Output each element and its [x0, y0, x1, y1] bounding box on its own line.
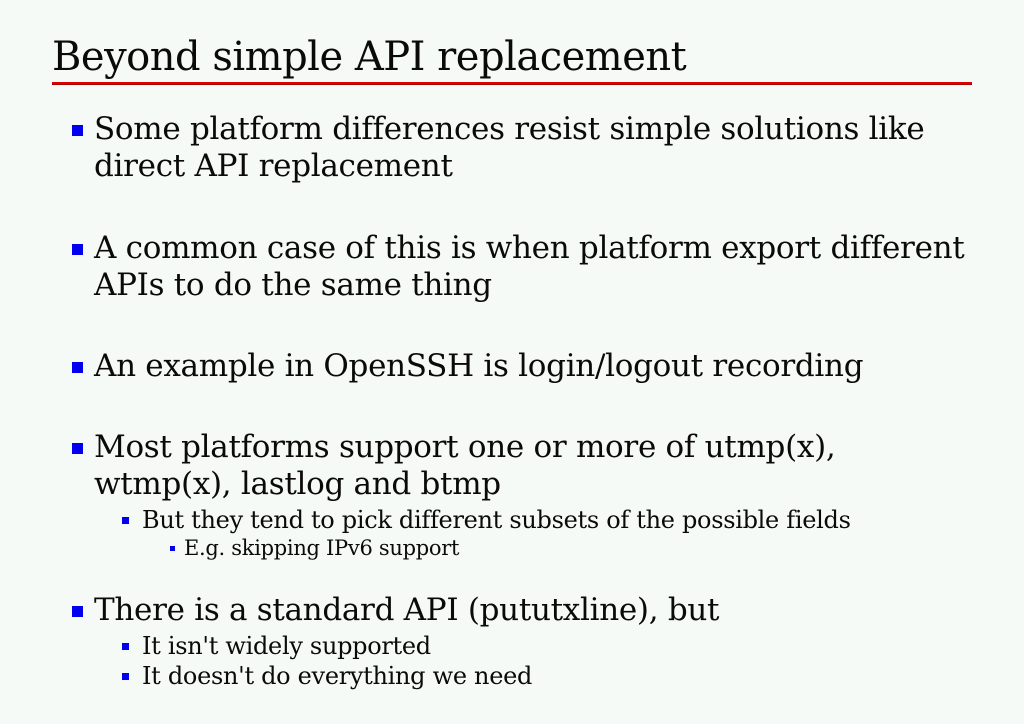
- bullet-item: An example in OpenSSH is login/logout re…: [52, 348, 972, 385]
- slide-title: Beyond simple API replacement: [52, 34, 687, 80]
- sub-bullet-item: But they tend to pick different subsets …: [52, 506, 972, 535]
- bullet-square-icon: [122, 516, 129, 524]
- bullet-square-icon: [72, 443, 83, 455]
- bullet-item: Some platform differences resist simple …: [52, 111, 972, 185]
- bullet-text: Some platform differences resist simple …: [94, 111, 925, 185]
- sub-sub-bullet-item: E.g. skipping IPv6 support: [52, 536, 972, 561]
- bullet-square-icon: [72, 125, 83, 137]
- bullet-square-icon: [170, 546, 175, 552]
- bullet-text: There is a standard API (pututxline), bu…: [94, 592, 720, 629]
- bullet-text: It doesn't do everything we need: [142, 662, 533, 691]
- bullet-text: But they tend to pick different subsets …: [142, 505, 851, 534]
- bullet-text: It isn't widely supported: [142, 631, 431, 660]
- bullet-square-icon: [122, 642, 129, 650]
- bullet-square-icon: [122, 673, 129, 681]
- bullet-text: Most platforms support one or more of ut…: [94, 429, 836, 503]
- sub-bullet-item: It doesn't do everything we need: [52, 662, 972, 691]
- bullet-square-icon: [72, 606, 83, 618]
- bullet-text: E.g. skipping IPv6 support: [184, 536, 460, 561]
- bullet-text: An example in OpenSSH is login/logout re…: [94, 347, 864, 384]
- title-underline: [52, 82, 972, 86]
- sub-bullet-item: It isn't widely supported: [52, 632, 972, 661]
- bullet-item: A common case of this is when platform e…: [52, 230, 972, 304]
- bullet-item: There is a standard API (pututxline), bu…: [52, 592, 972, 629]
- bullet-item: Most platforms support one or more of ut…: [52, 429, 972, 503]
- bullet-square-icon: [72, 243, 83, 255]
- bullet-list: Some platform differences resist simple …: [52, 111, 972, 691]
- bullet-text: A common case of this is when platform e…: [94, 229, 965, 303]
- bullet-square-icon: [72, 361, 83, 373]
